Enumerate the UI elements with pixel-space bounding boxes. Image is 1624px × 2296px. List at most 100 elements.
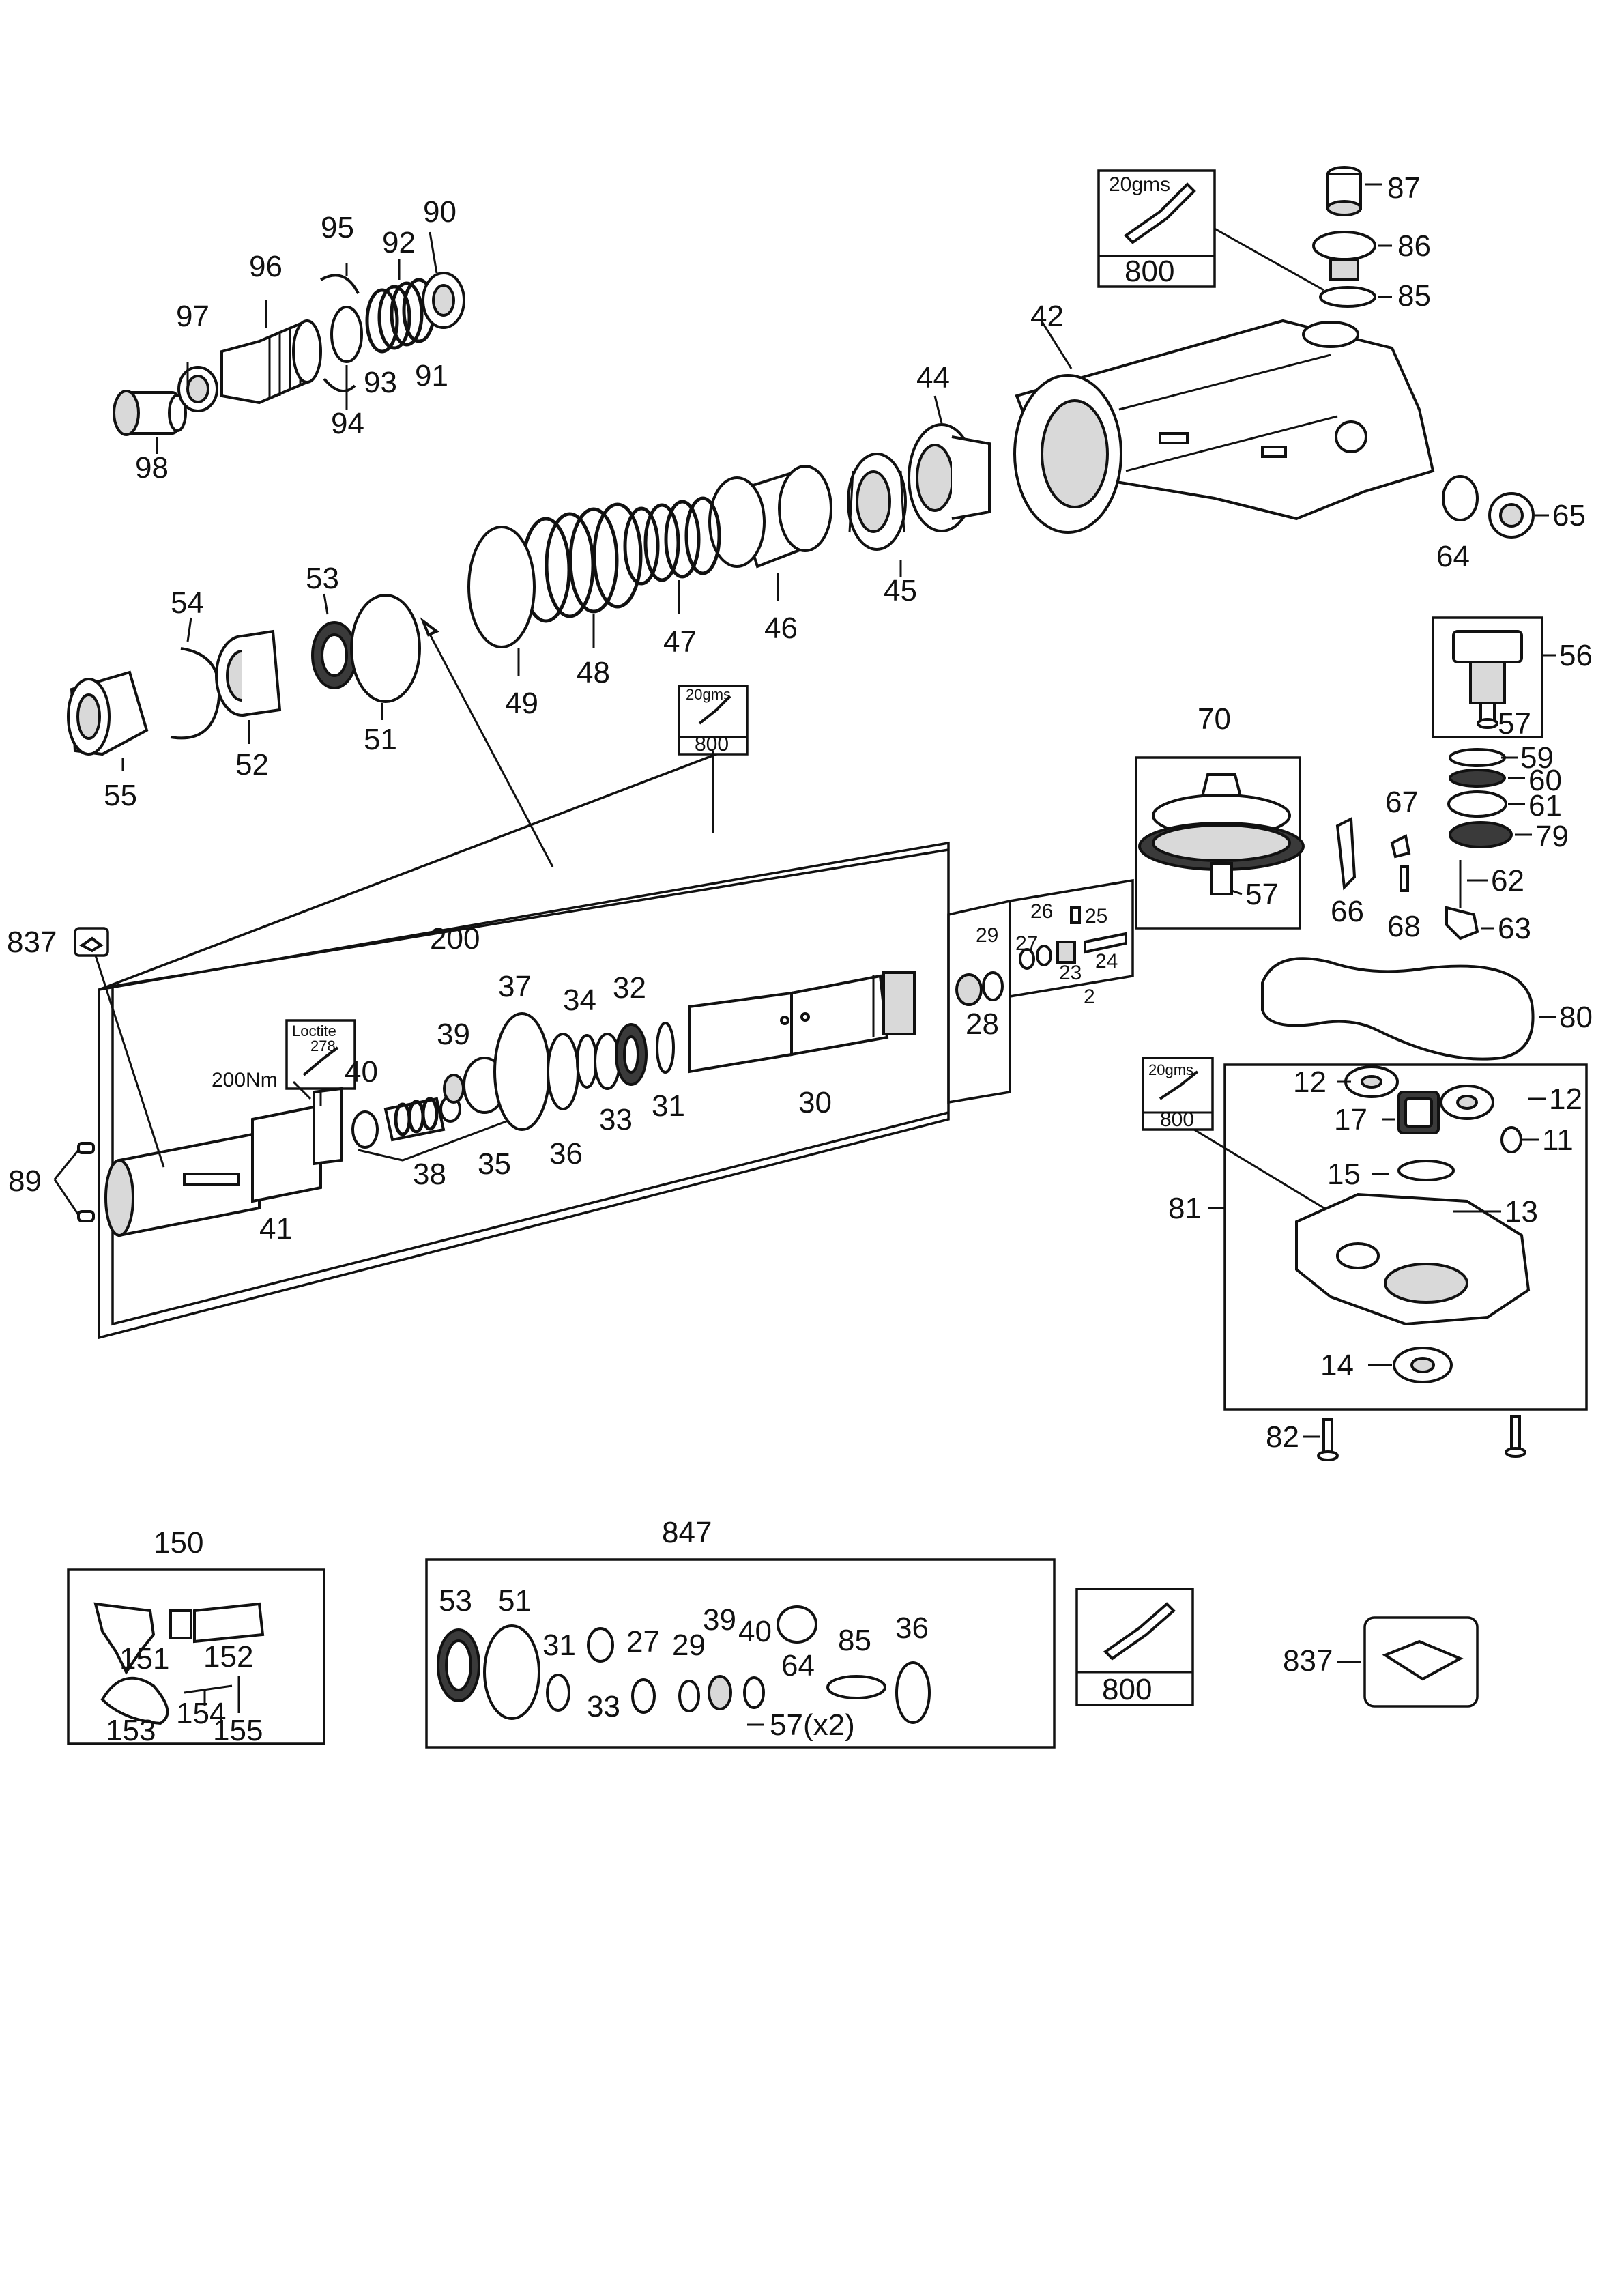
label-151: 151	[119, 1642, 169, 1676]
part-81-gear-cover-box	[1142, 1057, 1588, 1411]
sub-box-28-29	[947, 899, 1011, 1104]
kit-label-85: 85	[838, 1624, 871, 1657]
label-31: 31	[652, 1089, 685, 1123]
label-153: 153	[106, 1714, 156, 1747]
kit-part-39	[708, 1675, 732, 1710]
part-37-disc	[493, 1012, 551, 1131]
label-28: 28	[966, 1007, 999, 1041]
grease-kit-box-bottom	[1075, 1588, 1194, 1706]
label-66: 66	[1331, 895, 1364, 928]
label-33: 33	[599, 1103, 633, 1136]
kit-part-51	[483, 1624, 540, 1720]
label-59: 59	[1520, 741, 1554, 775]
label-68: 68	[1387, 910, 1421, 943]
part-65-plug	[1488, 492, 1535, 539]
label-44: 44	[916, 361, 950, 394]
label-60: 60	[1528, 764, 1562, 797]
kit-label-39: 39	[703, 1603, 736, 1637]
label-30: 30	[798, 1086, 832, 1119]
part-52-bushing	[215, 629, 282, 717]
label-34: 34	[563, 984, 596, 1017]
label-91: 91	[415, 359, 448, 392]
label-25: 25	[1085, 905, 1107, 928]
part-48-spring	[521, 502, 643, 623]
label-36: 36	[549, 1137, 583, 1171]
label-29: 29	[976, 924, 998, 947]
label-51: 51	[364, 723, 397, 756]
part-45-clutch-ring	[847, 453, 907, 551]
part-837-small-icon-box	[74, 927, 109, 957]
part-98-tool-holder	[113, 390, 187, 436]
grease-weight-top: 20gms	[1109, 173, 1170, 196]
label-95: 95	[321, 211, 354, 244]
part-96-sleeve	[220, 318, 322, 405]
sub-box-2	[1009, 878, 1134, 999]
part-86-knob	[1312, 231, 1376, 281]
part-154-pin	[184, 1684, 233, 1694]
kit-part-33	[587, 1627, 614, 1663]
kit-label-27: 27	[626, 1625, 660, 1659]
part-12-bearing-b	[1440, 1085, 1494, 1120]
grease-part-bottom: 800	[1102, 1673, 1152, 1706]
part-31-ring	[656, 1022, 675, 1074]
label-87: 87	[1387, 171, 1421, 205]
label-26: 26	[1030, 900, 1053, 923]
label-61: 61	[1528, 789, 1562, 822]
part-90-91-cap	[422, 272, 465, 329]
part-95-clip	[320, 274, 360, 294]
kit-part-29	[678, 1680, 700, 1712]
label-200: 200	[430, 922, 480, 956]
loctite-grade: 278	[310, 1037, 336, 1054]
label-2: 2	[1084, 986, 1095, 1008]
part-837-kit-box	[1337, 1616, 1479, 1708]
label-154: 154	[176, 1697, 226, 1730]
spindle-assembly-200	[98, 685, 1134, 1340]
kit-label-64: 64	[781, 1649, 815, 1682]
part-14-bearing	[1393, 1347, 1453, 1383]
kit-847-labels: 53 51 31 33 27 29 39 40 64 85 36 57(x2)	[439, 1584, 929, 1742]
label-54: 54	[171, 586, 204, 620]
label-80: 80	[1559, 1001, 1593, 1034]
kit-part-85	[826, 1675, 886, 1699]
part-151-fork	[93, 1602, 156, 1675]
part-56-pinion-box	[1432, 616, 1543, 738]
loctite-name: Loctite	[292, 1022, 336, 1039]
label-92: 92	[382, 226, 416, 259]
label-32: 32	[613, 971, 646, 1005]
part-85-o-ring	[1319, 286, 1376, 308]
label-57a: 57	[1498, 707, 1531, 741]
label-46: 46	[764, 612, 798, 645]
part-46-drive-sleeve	[708, 465, 832, 569]
part-49-washer	[467, 526, 536, 648]
kit-part-27	[631, 1678, 656, 1714]
kit-847-box	[425, 1558, 1056, 1749]
label-40: 40	[345, 1055, 378, 1089]
housing-assembly	[467, 166, 1549, 676]
part-82-screws	[1303, 1415, 1526, 1461]
kit-text: 20gms 800 20gms 800 20gms 800 800 Loctit…	[212, 173, 1194, 1706]
kit-label-36: 36	[895, 1611, 929, 1645]
part-labels: 95 96 92 90 97 93 91 94 98 87 86 85 42 4…	[7, 171, 1593, 1747]
part-81-gear-cover	[1295, 1192, 1531, 1326]
part-41-spindle	[104, 1087, 343, 1237]
label-155: 155	[213, 1714, 263, 1747]
grease-kit-box-small	[678, 685, 749, 756]
label-67: 67	[1385, 786, 1419, 819]
label-79: 79	[1535, 820, 1569, 853]
part-44-bearing-cap	[908, 423, 991, 532]
label-86: 86	[1397, 229, 1431, 263]
part-79-gear	[1449, 821, 1513, 848]
part-30-cylinder	[688, 971, 916, 1074]
label-35: 35	[478, 1147, 511, 1181]
label-56: 56	[1559, 639, 1593, 672]
part-61-bearing	[1447, 790, 1507, 818]
part-66-spring-clip	[1335, 816, 1357, 891]
label-24: 24	[1095, 950, 1118, 973]
label-14: 14	[1320, 1349, 1354, 1382]
grease-part-cover: 800	[1160, 1108, 1194, 1131]
nose-assembly	[113, 231, 465, 454]
part-54-circlip	[170, 647, 221, 740]
grease-part-small: 800	[695, 733, 729, 756]
part-67-clip	[1390, 834, 1411, 859]
